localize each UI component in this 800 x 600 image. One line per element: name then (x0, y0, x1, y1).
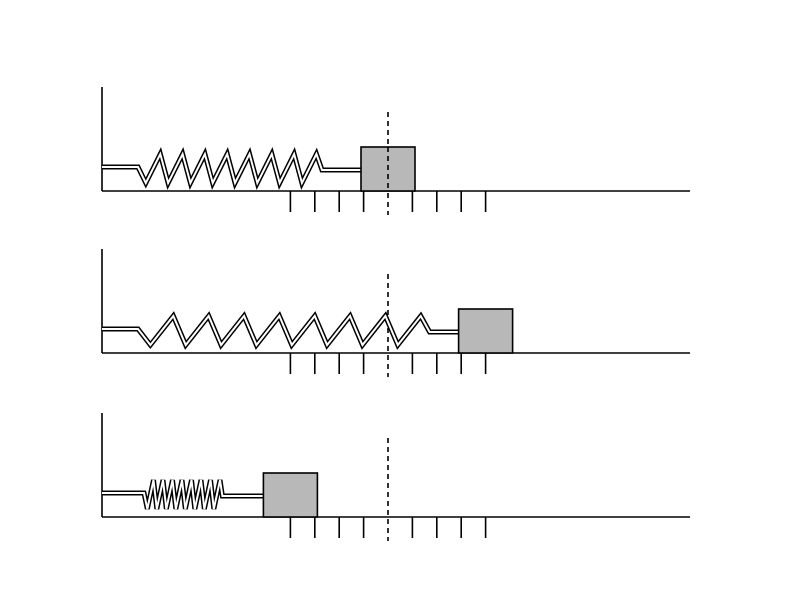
spring (102, 479, 264, 510)
mass-block (262, 472, 319, 518)
mass-block (457, 308, 514, 354)
panel-3 (101, 413, 690, 541)
spring (102, 151, 361, 186)
panel-1 (101, 87, 690, 215)
panel-2 (101, 249, 690, 377)
spring (102, 314, 459, 347)
